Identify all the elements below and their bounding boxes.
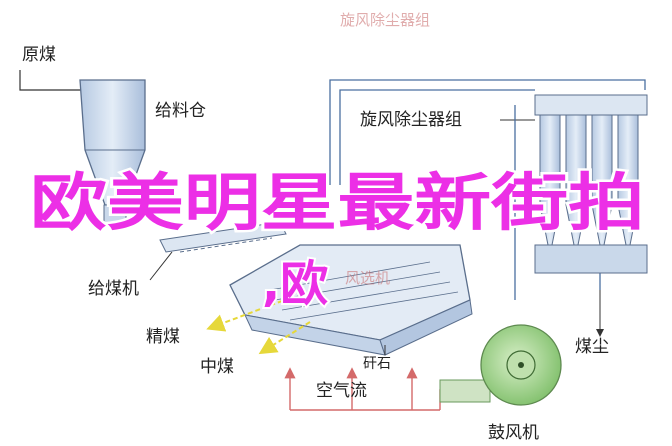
- label-air-separator: 风选机: [345, 269, 390, 287]
- middlings-arrow: [258, 321, 311, 355]
- air-separator-table: [229, 244, 473, 356]
- feed-bin: [79, 79, 146, 224]
- feeder: [159, 221, 287, 253]
- label-middlings: 中煤: [200, 357, 234, 377]
- cyclone-dust-collector: [534, 94, 648, 274]
- label-blower: 鼓风机: [488, 423, 539, 443]
- overlay-title: 欧美明星最新街拍: [30, 166, 645, 239]
- label-cyclone-group: 旋风除尘器组: [360, 110, 462, 130]
- label-feeder: 给煤机: [88, 279, 139, 299]
- label-gangue: 矸石: [363, 356, 391, 372]
- label-airflow: 空气流: [316, 381, 367, 401]
- clean-coal-arrow: [206, 297, 291, 332]
- label-feed-bin: 给料仓: [155, 101, 206, 121]
- label-coal-dust: 煤尘: [575, 337, 609, 357]
- label-raw-coal: 原煤: [22, 45, 56, 65]
- blower-fan: [439, 324, 562, 406]
- feeder-pointer: [149, 251, 173, 281]
- watermark-text: 旋风除尘器组: [340, 11, 430, 29]
- duct-system: [329, 79, 646, 300]
- label-clean-coal: 精煤: [146, 327, 180, 347]
- overlay-subtitle: ,欧: [262, 256, 328, 312]
